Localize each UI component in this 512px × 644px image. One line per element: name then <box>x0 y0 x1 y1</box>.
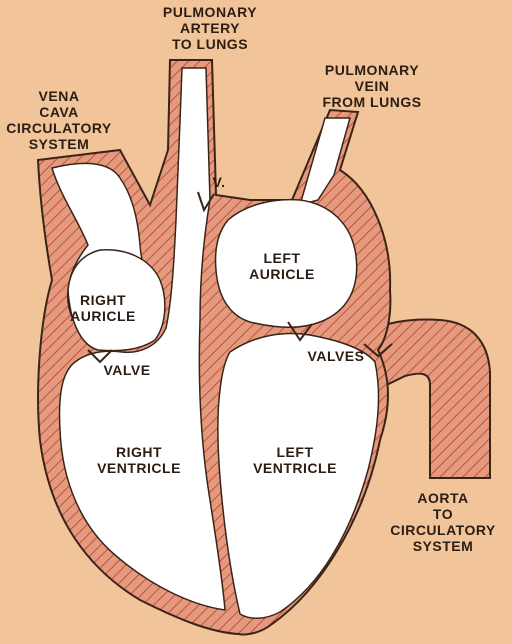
pulmonary-vein-label: PULMONARY VEIN FROM LUNGS <box>302 62 442 110</box>
pulmonary-artery-label: PULMONARY ARTERY TO LUNGS <box>140 4 280 52</box>
valve-label: VALVE <box>92 362 162 378</box>
pulmonary-valve-label: V. <box>206 174 232 190</box>
left-ventricle-label: LEFT VENTRICLE <box>240 444 350 476</box>
right-ventricle-label: RIGHT VENTRICLE <box>84 444 194 476</box>
aorta-label: AORTA TO CIRCULATORY SYSTEM <box>374 490 512 554</box>
left-auricle-label: LEFT AURICLE <box>232 250 332 282</box>
vena-cava-label: VENA CAVA CIRCULATORY SYSTEM <box>0 88 118 152</box>
right-auricle-label: RIGHT AURICLE <box>58 292 148 324</box>
valves-label: VALVES <box>292 348 380 364</box>
